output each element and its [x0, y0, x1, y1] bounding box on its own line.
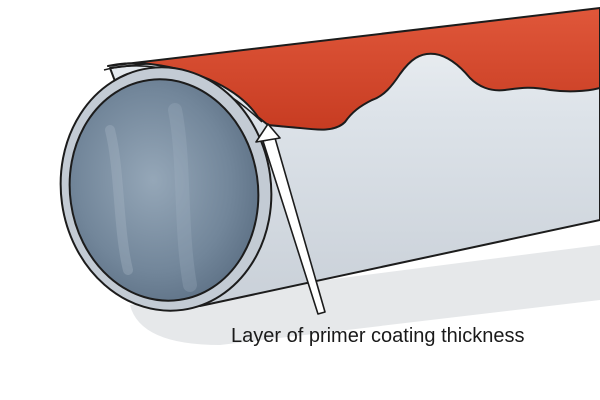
face-highlight: [168, 103, 197, 292]
annotation-arrow-head: [255, 123, 281, 143]
primer-coating: [107, 7, 600, 131]
face-highlight: [105, 125, 133, 275]
pipe-end-face: [68, 78, 260, 302]
ground-shadow: [130, 245, 600, 345]
annotation-label: Layer of primer coating thickness: [231, 325, 525, 347]
